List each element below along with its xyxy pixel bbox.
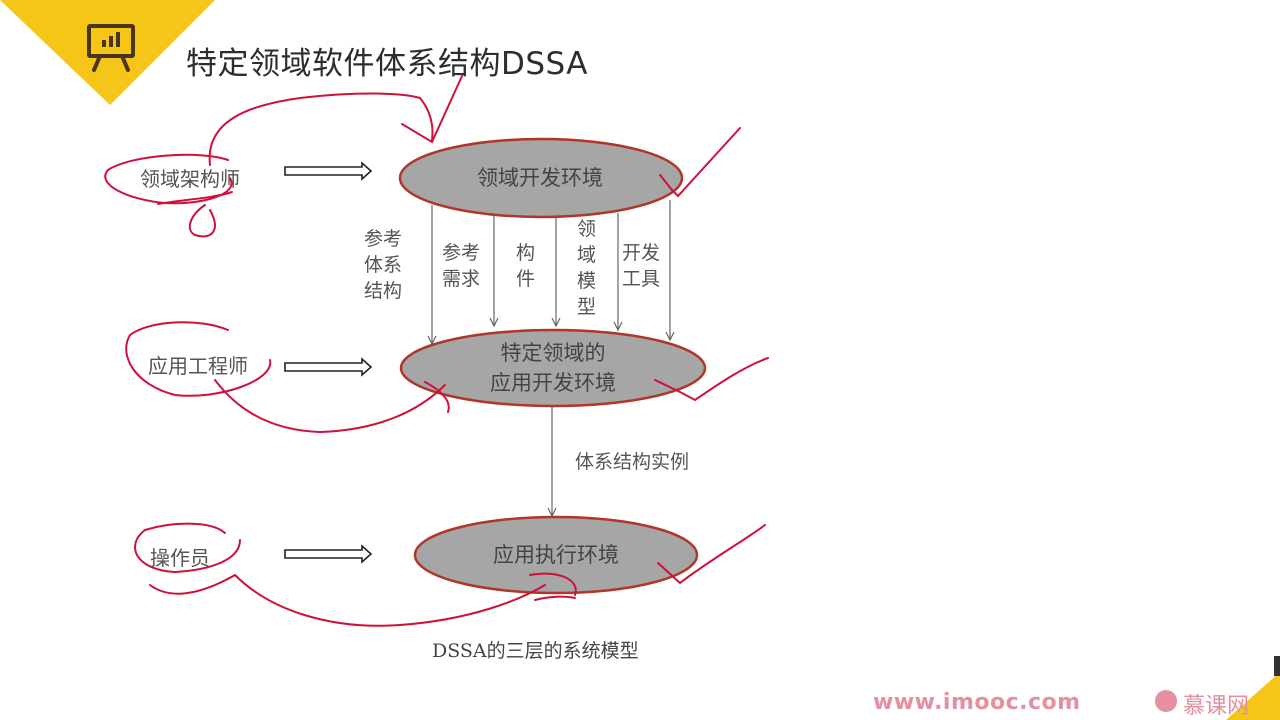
flow-label-ref-req: 参考 需求 — [442, 242, 481, 290]
flow-label-components: 构 件 — [516, 242, 536, 290]
corner-banner — [0, 0, 215, 105]
flame-logo-icon — [1155, 690, 1177, 712]
actor-application-engineer: 应用工程师 — [148, 354, 248, 378]
flow-label-domain-model: 领 域 模 型 — [577, 218, 597, 318]
domain-dev-env-ellipse — [398, 137, 684, 219]
actor-domain-architect: 领域架构师 — [140, 167, 240, 191]
env-app-exec: 应用执行环境 — [493, 543, 619, 567]
slide-title: 特定领域软件体系结构DSSA — [186, 46, 589, 82]
corner-banner-bottom — [1226, 672, 1280, 720]
flow-label-ref-arch: 参考 体系 结构 — [364, 228, 403, 302]
double-arrow — [284, 161, 373, 564]
website-watermark: www.imooc.com — [873, 690, 1081, 715]
handwritten-annotations — [104, 75, 769, 627]
actor-operator: 操作员 — [150, 546, 210, 570]
corner-mark — [1274, 656, 1280, 676]
app-dev-env-ellipse — [399, 328, 707, 408]
presentation-board-icon — [87, 24, 135, 72]
app-exec-env-ellipse — [413, 515, 699, 595]
env-app-dev: 特定领域的 应用开发环境 — [490, 341, 616, 395]
diagram-caption: DSSA的三层的系统模型 — [432, 640, 639, 662]
brand-name: 慕课网 — [1183, 694, 1250, 719]
flow-label-dev-tools: 开发 工具 — [622, 242, 661, 290]
flow-label-arch-instance: 体系结构实例 — [575, 451, 690, 473]
env-domain-dev: 领域开发环境 — [477, 166, 603, 190]
flow-arrows — [427, 200, 675, 518]
